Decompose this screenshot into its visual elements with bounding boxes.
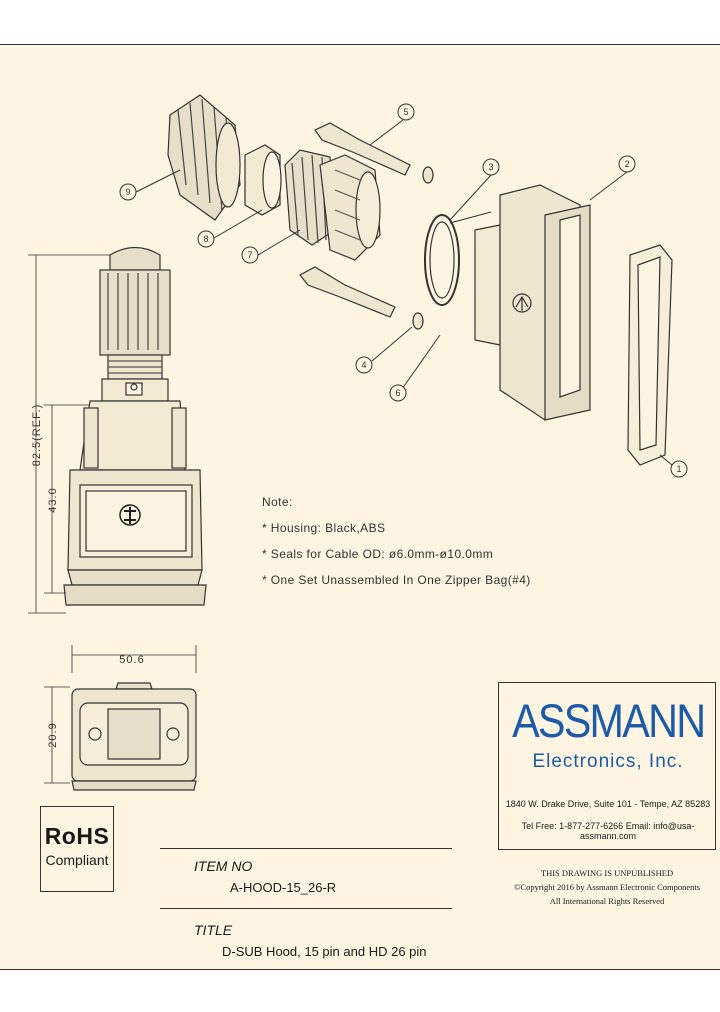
title-block-rule: [160, 848, 452, 849]
part-gasket: [627, 244, 673, 466]
part-screws: [299, 122, 411, 318]
drawing-sheet: 9 5 3 2 8 7 4 6 1: [0, 44, 720, 970]
rohs-subtitle: Compliant: [45, 852, 109, 868]
company-contact: Tel Free: 1-877-277-6266 Email: info@usa…: [521, 821, 695, 841]
svg-text:82.5(REF.): 82.5(REF.): [31, 404, 43, 467]
note-line: * One Set Unassembled In One Zipper Bag(…: [262, 573, 531, 587]
technical-drawing: 9 5 3 2 8 7 4 6 1: [28, 94, 688, 791]
svg-text:8: 8: [203, 234, 208, 244]
legal-line: THIS DRAWING IS UNPUBLISHED: [540, 868, 674, 878]
part-nut: [167, 94, 241, 221]
item-no-label: ITEM NO: [194, 858, 253, 874]
svg-text:3: 3: [488, 162, 493, 172]
title-label: TITLE: [194, 922, 233, 938]
company-subtitle: Electronics, Inc.: [532, 751, 684, 772]
notes: Note: * Housing: Black,ABS * Seals for C…: [262, 489, 531, 593]
svg-text:7: 7: [247, 250, 252, 260]
note-line: * Housing: Black,ABS: [262, 521, 386, 535]
part-housing: [474, 184, 591, 421]
callouts: 9 5 3 2 8 7 4 6 1: [119, 103, 688, 478]
svg-text:20.9: 20.9: [47, 722, 59, 747]
svg-text:50.6: 50.6: [119, 654, 144, 666]
svg-text:43.0: 43.0: [47, 487, 59, 512]
company-block: ASSMANN Electronics, Inc. 1840 W. Drake …: [498, 682, 716, 850]
company-address: 1840 W. Drake Drive, Suite 101 - Tempe, …: [505, 799, 711, 809]
rohs-badge: RoHS Compliant: [40, 806, 114, 892]
svg-text:2: 2: [624, 159, 629, 169]
svg-text:4: 4: [361, 360, 366, 370]
plan-view: [71, 682, 197, 791]
title-block-rule: [160, 908, 452, 909]
part-seal: [244, 144, 282, 216]
title-block: ITEM NO A-HOOD-15_26-R TITLE D-SUB Hood,…: [160, 804, 452, 959]
side-view: [63, 246, 207, 606]
legal-notice: THIS DRAWING IS UNPUBLISHED ©Copyright 2…: [498, 866, 716, 908]
legal-line: All International Rights Reserved: [549, 896, 665, 906]
company-logo: ASSMANN: [512, 694, 706, 747]
part-gland: [284, 149, 381, 261]
item-no-value: A-HOOD-15_26-R: [230, 880, 337, 895]
note-line: * Seals for Cable OD: ø6.0mm-ø10.0mm: [262, 547, 494, 561]
svg-text:5: 5: [403, 107, 408, 117]
svg-text:9: 9: [125, 187, 130, 197]
svg-text:6: 6: [395, 388, 400, 398]
legal-line: ©Copyright 2016 by Assmann Electronic Co…: [513, 882, 701, 892]
part-oring: [424, 214, 460, 306]
dimension-lines: [28, 254, 197, 784]
svg-text:1: 1: [676, 464, 681, 474]
notes-heading: Note:: [262, 495, 293, 509]
title-value: D-SUB Hood, 15 pin and HD 26 pin: [222, 944, 427, 959]
hood-logo-icon: [119, 504, 141, 526]
rohs-title: RoHS: [44, 823, 110, 849]
